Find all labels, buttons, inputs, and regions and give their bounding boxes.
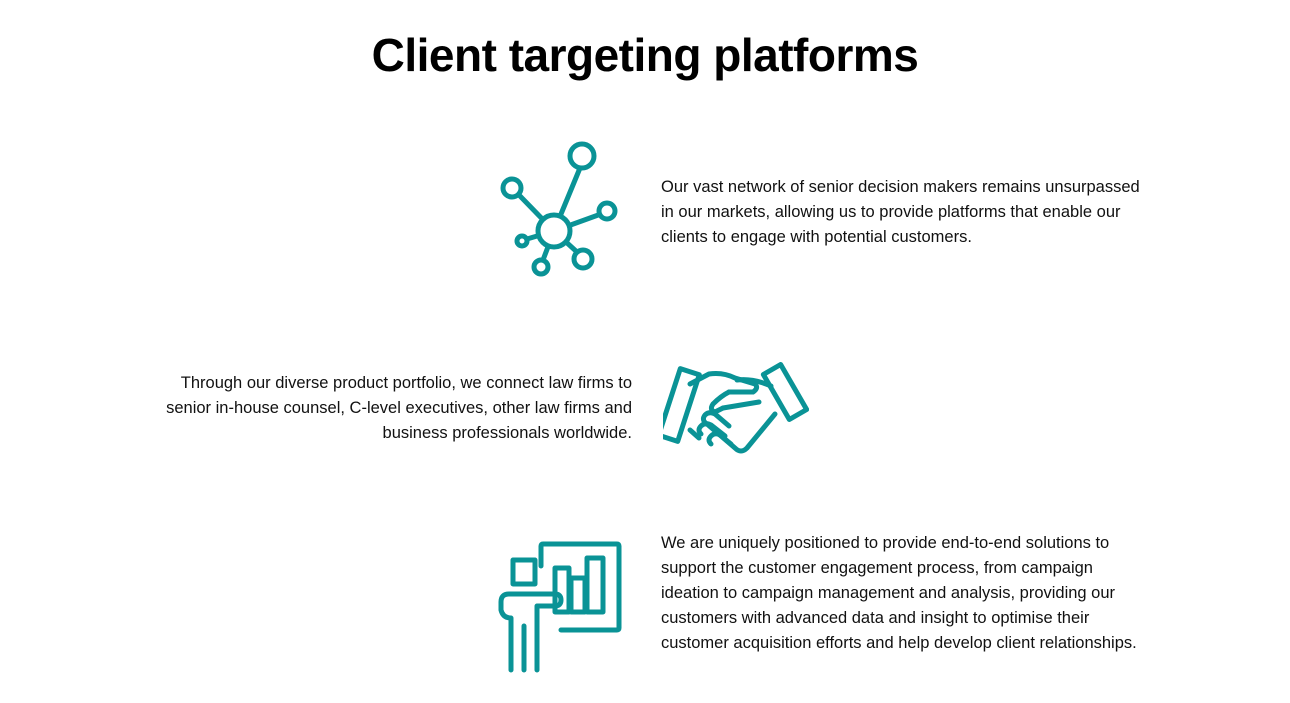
presentation-description: We are uniquely positioned to provide en…: [661, 534, 1137, 652]
presentation-chart-icon: [497, 540, 625, 674]
network-icon: [497, 138, 623, 280]
network-description: Our vast network of senior decision make…: [661, 178, 1140, 246]
handshake-description: Through our diverse product portfolio, w…: [166, 374, 632, 442]
page-title: Client targeting platforms: [371, 29, 919, 81]
handshake-icon: [663, 362, 809, 462]
